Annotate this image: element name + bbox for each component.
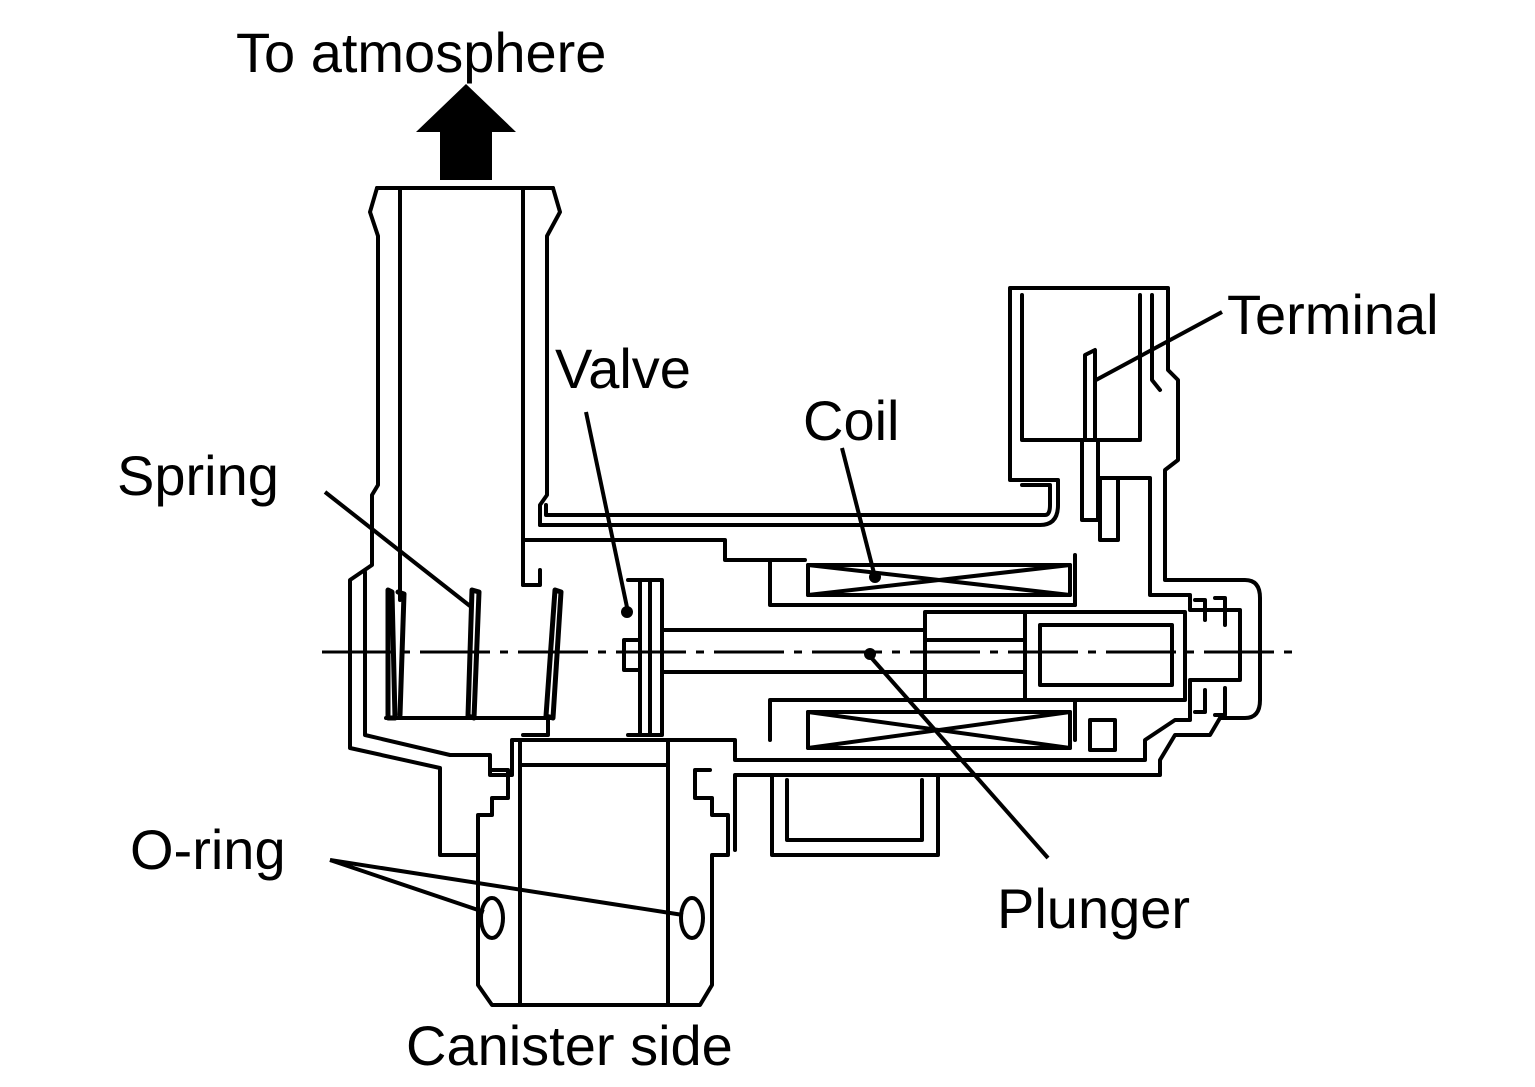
- plunger: [923, 596, 1227, 717]
- canister-port: [476, 740, 940, 1007]
- leader-lines: [323, 310, 1223, 917]
- label-coil: Coil: [803, 389, 899, 452]
- label-plunger: Plunger: [997, 877, 1190, 940]
- label-spring: Spring: [117, 444, 279, 507]
- label-o-ring: O-ring: [130, 818, 286, 881]
- label-canister-side: Canister side: [406, 1014, 733, 1077]
- valve-housing: [363, 286, 1262, 852]
- vent-pipe: [348, 186, 562, 857]
- spring: [384, 587, 564, 721]
- label-terminal: Terminal: [1227, 283, 1439, 346]
- label-to-atmosphere: To atmosphere: [236, 21, 606, 84]
- label-valve: Valve: [555, 337, 691, 400]
- o-ring-left: [479, 896, 505, 940]
- atmosphere-arrow: [416, 84, 516, 180]
- coil: [806, 563, 1072, 750]
- valve-disc: [622, 578, 927, 737]
- o-ring-right: [679, 896, 705, 940]
- terminal: [1080, 348, 1100, 522]
